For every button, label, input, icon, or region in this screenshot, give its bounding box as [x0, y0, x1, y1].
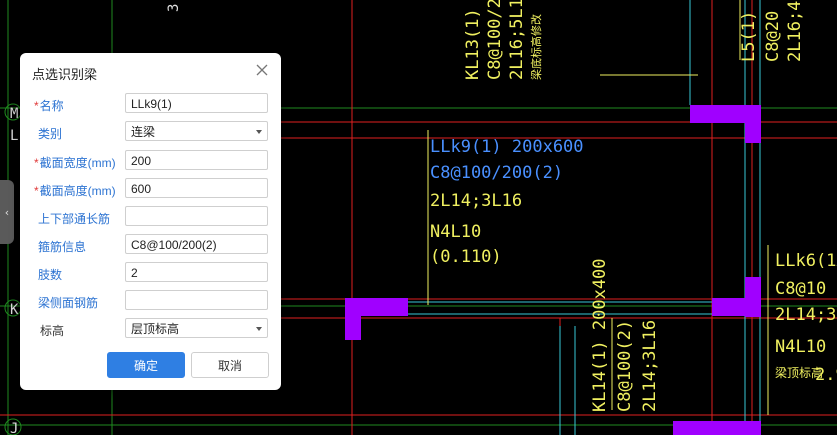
- svg-text:2L14;3L16: 2L14;3L16: [640, 320, 660, 412]
- field-label: 梁侧面钢筋: [38, 296, 99, 310]
- side-bars-input[interactable]: [125, 290, 268, 310]
- field-row-side-bars: 梁侧面钢筋: [20, 290, 281, 312]
- svg-text:(0.110): (0.110): [430, 247, 502, 267]
- svg-text:C8@100(2): C8@100(2): [615, 320, 635, 412]
- field-row-stirrup: 箍筋信息 C8@100/200(2): [20, 234, 281, 256]
- legs-input[interactable]: 2: [125, 262, 268, 282]
- longitudinal-bars-input[interactable]: [125, 206, 268, 226]
- axis-markers: M L K J 3: [4, 4, 182, 435]
- confirm-button[interactable]: 确定: [107, 352, 185, 378]
- dropdown-caret-icon: [256, 130, 262, 134]
- column-shape: [673, 421, 761, 435]
- field-label: *名称: [34, 99, 64, 113]
- category-select[interactable]: 连梁: [125, 121, 268, 141]
- dropdown-caret-icon: [256, 327, 262, 331]
- svg-text:2L16;5L1: 2L16;5L1: [507, 0, 527, 80]
- svg-text:C8@100/2: C8@100/2: [485, 0, 505, 80]
- field-label: 标高: [40, 324, 65, 338]
- svg-text:2L14;3L16: 2L14;3L16: [430, 191, 522, 211]
- field-row-height: *截面高度(mm) 600: [20, 178, 281, 200]
- svg-text:C8@10: C8@10: [775, 279, 826, 299]
- axis-label-k: K: [10, 302, 19, 318]
- svg-text:L5(1): L5(1): [739, 11, 759, 62]
- dialog-title: 点选识别梁: [32, 67, 98, 82]
- svg-text:梁底标高修改: 梁底标高修改: [529, 14, 543, 80]
- svg-text:KL13(1) 2: KL13(1) 2: [463, 0, 483, 80]
- axis-label-l: L: [10, 128, 18, 144]
- beam-annotation-kl14: KL14(1) 200x400 C8@100(2) 2L14;3L16: [590, 258, 660, 412]
- field-label: *截面宽度(mm): [34, 156, 116, 170]
- axis-number: 3: [166, 4, 182, 12]
- field-label: *截面高度(mm): [34, 184, 116, 198]
- stirrup-input[interactable]: C8@100/200(2): [125, 234, 268, 254]
- field-row-category: 类别 连梁: [20, 121, 281, 143]
- field-row-longitudinal-bars: 上下部通长筋: [20, 206, 281, 228]
- field-label: 肢数: [38, 268, 63, 282]
- svg-text:KL14(1) 200x400: KL14(1) 200x400: [590, 258, 610, 412]
- svg-text:2.9: 2.9: [815, 365, 837, 385]
- svg-text:C8@20: C8@20: [763, 11, 783, 62]
- field-label: 箍筋信息: [38, 240, 87, 254]
- close-icon[interactable]: [253, 61, 271, 79]
- axis-label-m: M: [10, 106, 18, 122]
- field-row-name: *名称 LLk9(1): [20, 93, 281, 115]
- column-shape: [745, 277, 761, 317]
- elevation-select[interactable]: 层顶标高: [125, 318, 268, 338]
- column-shape: [745, 105, 761, 143]
- svg-text:2L16;4: 2L16;4: [785, 1, 805, 62]
- svg-text:2L14;3L: 2L14;3L: [775, 305, 837, 325]
- beam-annotation-llk9: LLk9(1) 200x600 C8@100/200(2) 2L14;3L16 …: [430, 137, 584, 267]
- column-shape: [345, 298, 361, 340]
- field-label: 上下部通长筋: [38, 212, 111, 226]
- section-width-input[interactable]: 200: [125, 150, 268, 170]
- collapse-panel-tab[interactable]: ‹: [0, 180, 14, 244]
- chevron-left-icon: ‹: [4, 205, 10, 219]
- cancel-button[interactable]: 取消: [191, 352, 269, 378]
- beam-annotation-llk6: LLk6(1X C8@10 2L14;3L N4L10 梁顶标高 2.9: [775, 251, 837, 385]
- svg-text:N4L10: N4L10: [430, 222, 481, 242]
- svg-text:C8@100/200(2): C8@100/200(2): [430, 163, 563, 183]
- field-label: 类别: [38, 127, 63, 141]
- svg-text:LLk9(1) 200x600: LLk9(1) 200x600: [430, 137, 584, 157]
- svg-text:LLk6(1X: LLk6(1X: [775, 251, 837, 271]
- beam-annotation-kl13: KL13(1) 2 C8@100/2 2L16;5L1 梁底标高修改: [463, 0, 543, 80]
- identify-beam-dialog: 点选识别梁 *名称 LLk9(1) 类别 连梁 *截面宽度(mm) 200 *截…: [20, 53, 281, 390]
- beam-annotation-l5: L5(1) C8@20 2L16;4: [739, 1, 805, 62]
- name-input[interactable]: LLk9(1): [125, 93, 268, 113]
- svg-text:N4L10: N4L10: [775, 337, 826, 357]
- svg-text:梁顶标高: 梁顶标高: [775, 365, 823, 380]
- axis-label-j: J: [10, 421, 18, 435]
- column-shape: [690, 105, 760, 123]
- section-height-input[interactable]: 600: [125, 178, 268, 198]
- field-row-width: *截面宽度(mm) 200: [20, 150, 281, 172]
- field-row-elevation: 标高 层顶标高: [20, 318, 281, 340]
- field-row-legs: 肢数 2: [20, 262, 281, 284]
